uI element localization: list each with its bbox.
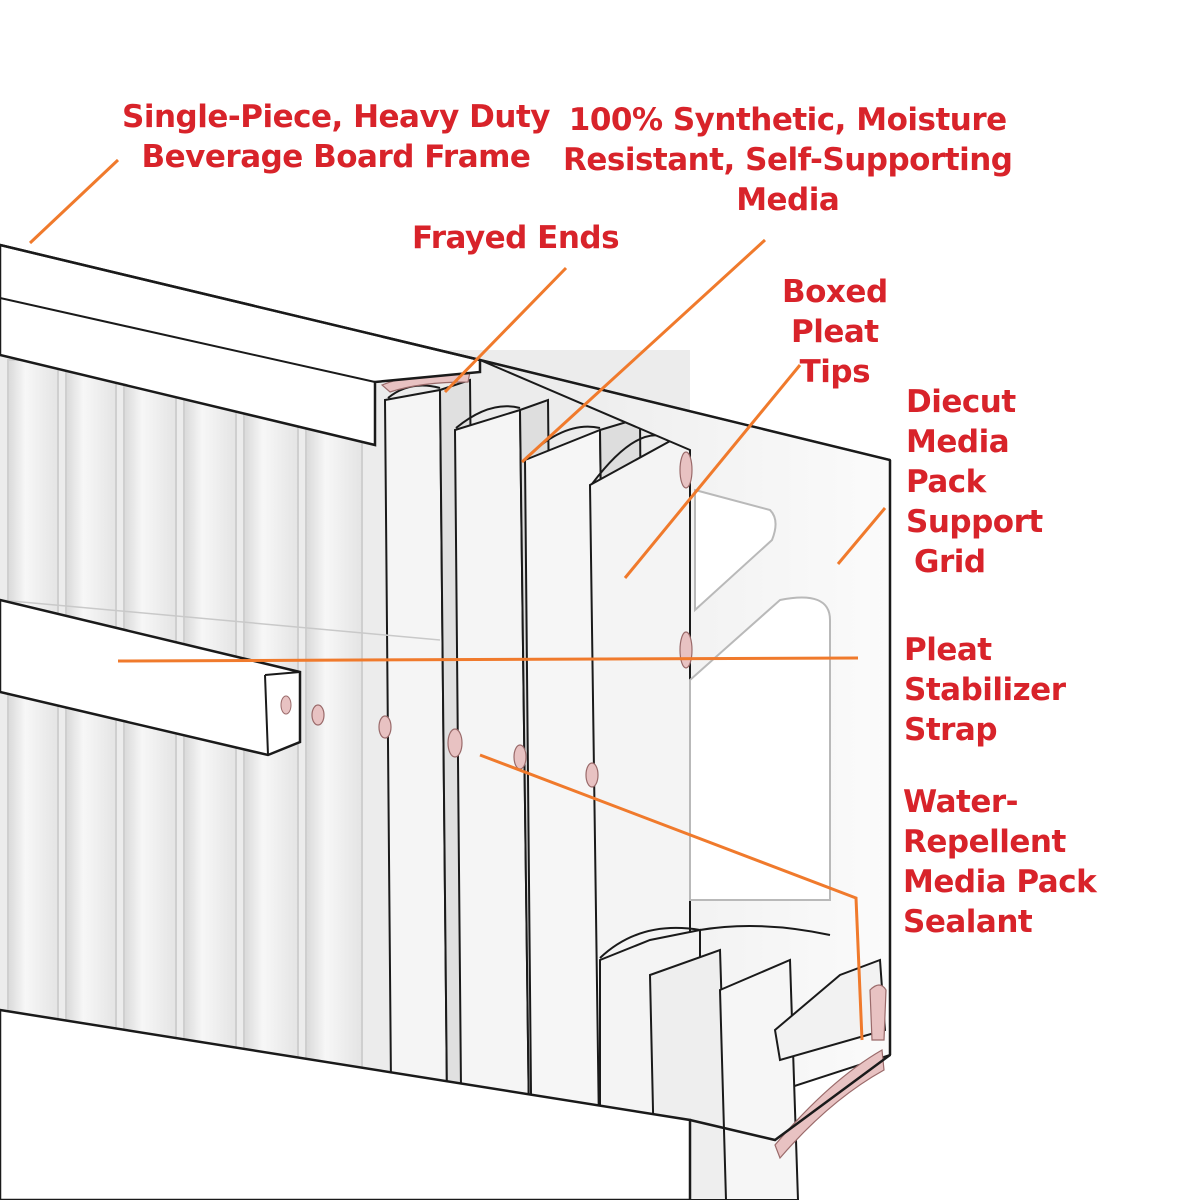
leader-media bbox=[520, 238, 767, 464]
label-support-grid: Diecut Media Pack Support Grid bbox=[906, 384, 1043, 580]
leader-boxed bbox=[623, 364, 802, 579]
label-stabilizer-strap: Pleat Stabilizer Strap bbox=[904, 632, 1066, 748]
label-media: 100% Synthetic, Moisture Resistant, Self… bbox=[563, 102, 1013, 218]
leader-strap bbox=[117, 656, 859, 663]
label-frayed-ends: Frayed Ends bbox=[412, 220, 620, 256]
leader-frayed bbox=[443, 266, 568, 394]
leader-sealant bbox=[479, 753, 864, 1041]
label-sealant: Water- Repellent Media Pack Sealant bbox=[903, 784, 1097, 940]
leader-lines bbox=[28, 158, 887, 1041]
support-grid bbox=[689, 488, 831, 901]
label-boxed-pleat-tips: Boxed Pleat Tips bbox=[782, 274, 888, 390]
leader-frame bbox=[28, 158, 120, 245]
label-frame: Single-Piece, Heavy Duty Beverage Board … bbox=[122, 99, 551, 175]
leader-grid bbox=[836, 507, 887, 565]
sealant-blobs bbox=[311, 371, 887, 1160]
frame-bottom-rail bbox=[0, 1008, 692, 1200]
